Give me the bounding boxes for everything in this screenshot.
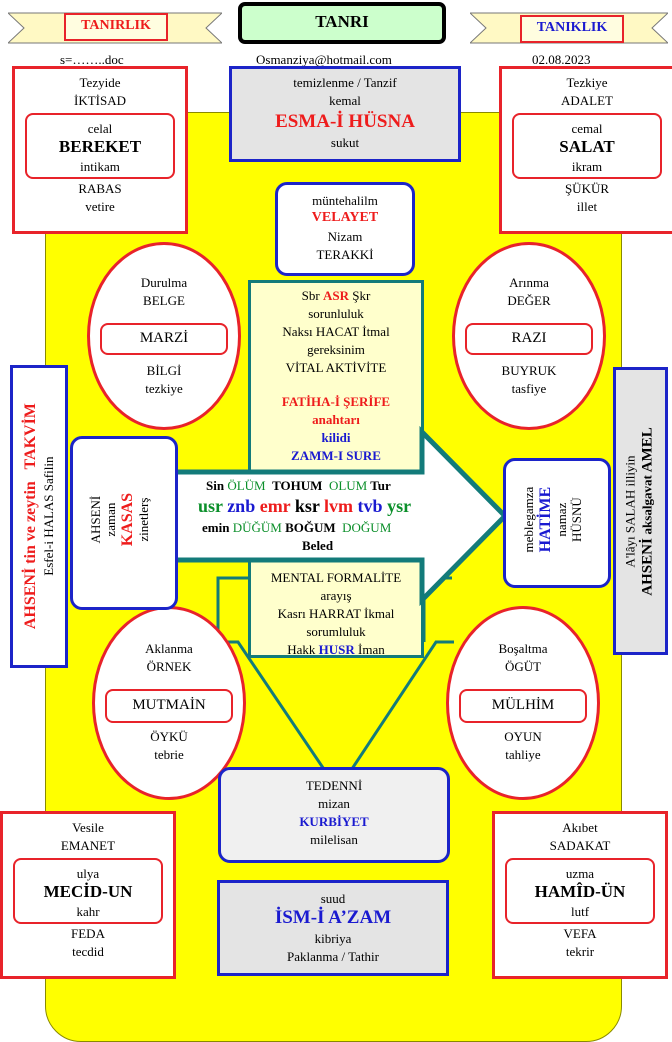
kurbiyet-box: TEDENNİ mizan KURBİYET milelisan — [218, 767, 450, 863]
hatime-text: meblegamza HATİME namaz HÜSNÜ — [521, 487, 585, 553]
kasas-text: AHSENİ zaman KASAS zinetlerş — [88, 493, 152, 547]
mutmain-box: MUTMAİN — [105, 689, 233, 723]
date: 02.08.2023 — [532, 52, 591, 67]
center-title: TANRI — [315, 12, 369, 31]
bottom-left-box: Vesile EMANET ulya MECİD-UN kahr FEDA te… — [0, 811, 176, 979]
right-banner-label: TANIKLIK — [536, 20, 608, 35]
ism-i-azam-box: suud İSM-İ A’ZAM kibriya Paklanma / Tath… — [217, 880, 449, 976]
left-banner-box — [64, 13, 168, 41]
bottom-right-box: Akıbet SADAKAT uzma HAMÎD-ÜN lutf VEFA t… — [492, 811, 668, 979]
email: Osmanziya@hotmail.com — [256, 52, 392, 67]
razi-box: RAZI — [465, 323, 593, 355]
bereket-box: celal BEREKET intikam — [25, 113, 175, 179]
ellipse-top-left: Durulma BELGE MARZİ BİLGİ tezkiye — [87, 242, 241, 430]
ellipse-bottom-right: Boşaltma ÖGÜT MÜLHİM OYUN tahliye — [446, 606, 600, 800]
right-banner-box — [520, 15, 624, 43]
left-vertical-box — [10, 365, 68, 668]
mecid-box: ulya MECİD-UN kahr — [13, 858, 163, 924]
file-name: s=……..doc — [60, 52, 124, 67]
top-right-box: Tezkiye ADALET cemal SALAT ikram ŞÜKÜR i… — [499, 66, 672, 234]
hatime-box — [503, 458, 611, 588]
right-vertical-box — [613, 367, 668, 655]
top-left-box: Tezyide İKTİSAD celal BEREKET intikam RA… — [12, 66, 188, 234]
ellipse-bottom-left: Aklanma ÖRNEK MUTMAİN ÖYKÜ tebrie — [92, 606, 246, 800]
ellipse-top-right: Arınma DEĞER RAZI BUYRUK tasfiye — [452, 242, 606, 430]
hamid-box: uzma HAMÎD-ÜN lutf — [505, 858, 655, 924]
left-banner-label: TANIRLIK — [81, 18, 151, 33]
left-vertical-text: AHSENİ tin ve zeytin TAKVİM Esfel-i HALA… — [21, 403, 56, 630]
esma-box: temizlenme / Tanzif kemal ESMA-İ HÜSNA s… — [229, 66, 461, 162]
velayet-box: müntehalilm VELAYET Nizam TERAKKİ — [275, 182, 415, 276]
kasas-box — [70, 436, 178, 610]
center-title-box — [238, 2, 446, 44]
marzi-box: MARZİ — [100, 323, 228, 355]
mulhim-box: MÜLHİM — [459, 689, 587, 723]
salat-box: cemal SALAT ikram — [512, 113, 662, 179]
right-vertical-text: A'lâyı SALAH illiyin AHSENİ aksalgavat A… — [623, 426, 657, 596]
